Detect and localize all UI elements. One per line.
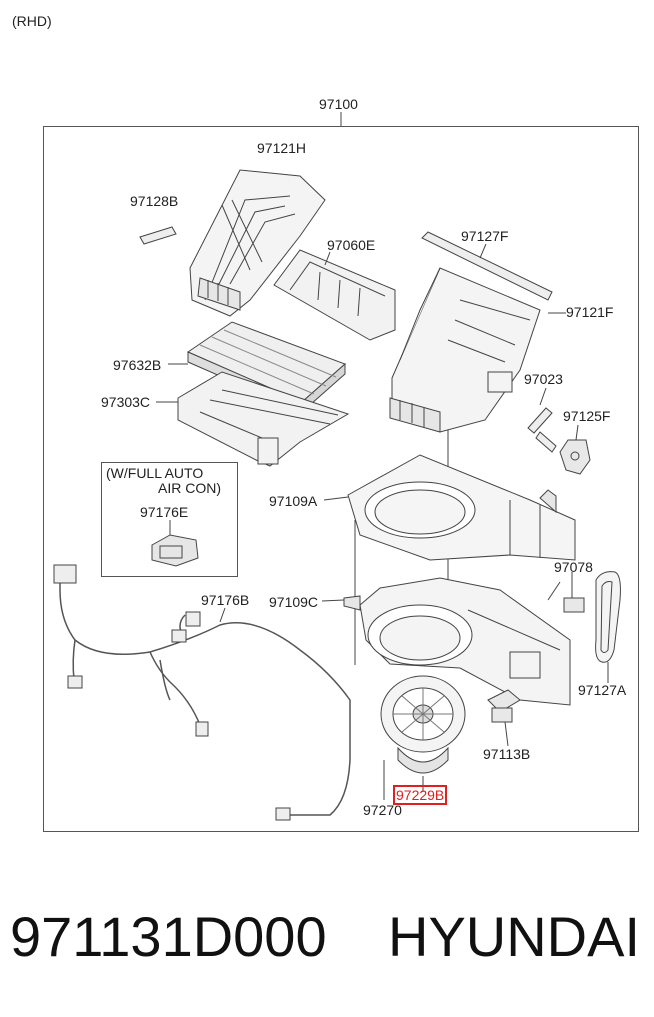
harness-97176b-shape [59,575,351,816]
label-97060e: 97060E [327,237,376,253]
label-97109c: 97109C [269,594,319,610]
housing-97109a-shape [347,454,576,561]
label-97176b: 97176B [201,592,250,608]
label-97121h: 97121H [257,140,307,156]
gasket-97127a-shape [595,571,621,663]
blower-97113b-shape [380,675,466,774]
diagram-frame [43,126,639,832]
label-97125f: 97125F [563,408,611,424]
region-tag: (RHD) [12,13,52,29]
module-97176e-shape [151,534,199,567]
label-97303c: 97303C [101,394,151,410]
footer-brand: HYUNDAI [388,905,641,968]
upper-case-97121f-shape [389,267,541,433]
label-97121f: 97121F [566,304,614,320]
case-97109c-shape [343,577,571,706]
note-box [101,462,238,577]
parts-drawing [53,112,621,821]
duct-97121h-shape [189,169,326,317]
label-97109a: 97109A [269,493,318,509]
link-97023-shape [527,407,557,453]
holder-97303c-shape [177,371,350,467]
label-97127f: 97127F [461,228,509,244]
label-97078: 97078 [554,559,593,575]
note-line1: (W/FULL AUTO [106,465,204,481]
label-97632b: 97632B [113,357,162,373]
note-line2: AIR CON) [158,480,221,496]
label-97128b: 97128B [130,193,179,209]
assembly-label: 97100 [319,96,358,112]
label-97229b-highlighted: 97229B [392,785,448,805]
connector-97078-shape [563,597,585,613]
label-97270: 97270 [363,802,402,818]
footer-part-number: 971131D000 [10,905,327,968]
cover-97060e-shape [273,249,396,341]
resistor-shape [487,689,521,723]
actuator-97125f-shape [559,439,591,475]
label-97113b: 97113B [483,746,531,762]
label-97127a: 97127A [578,682,627,698]
label-97023: 97023 [524,371,563,387]
label-97176e: 97176E [140,504,189,520]
